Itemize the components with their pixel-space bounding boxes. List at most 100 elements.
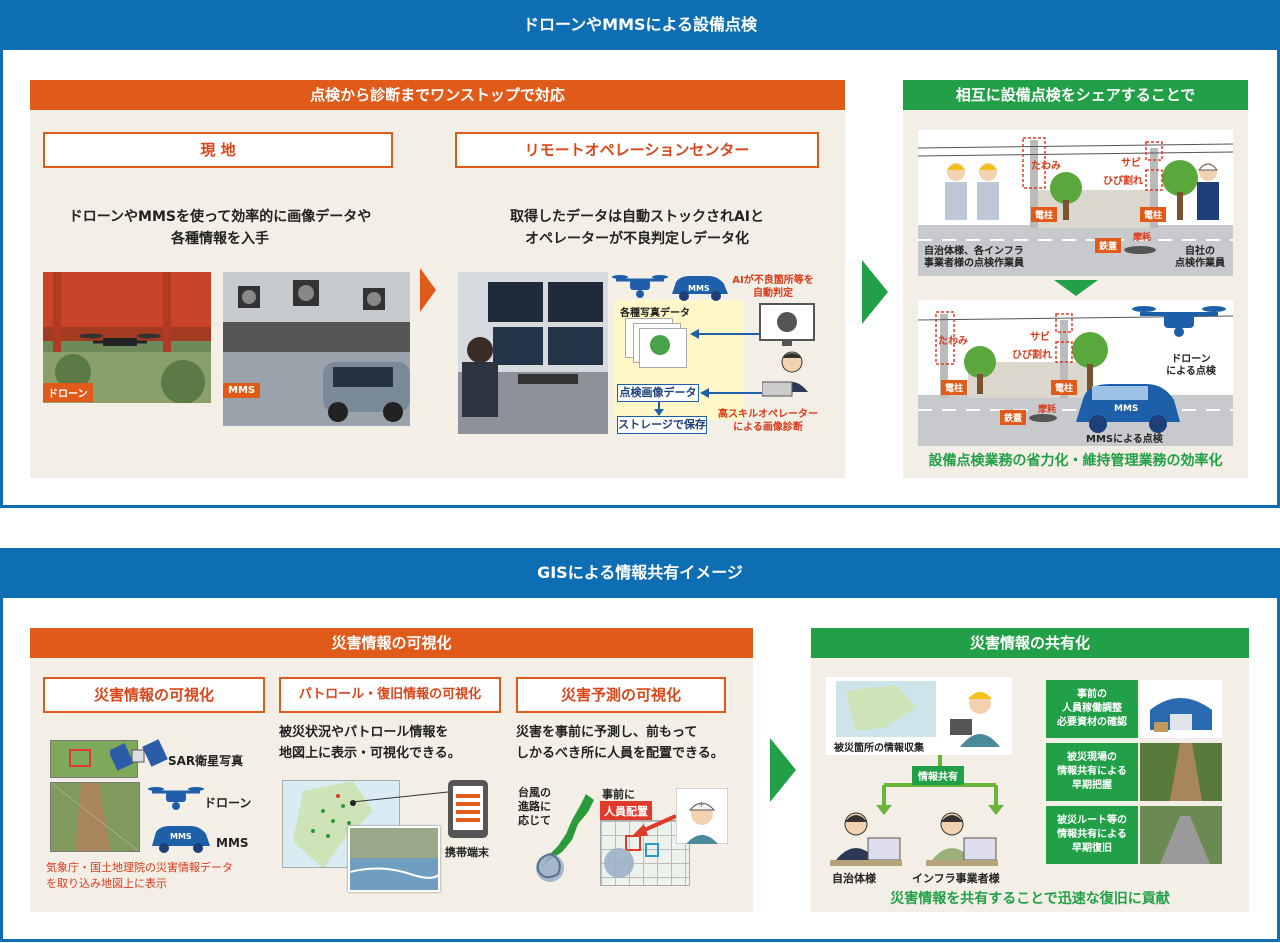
drone-icon [1132,306,1226,337]
wear-label: 摩耗 [1133,233,1152,243]
damaged-road-photo [1140,806,1222,864]
hibiware-label: ひび割れ [1012,350,1052,361]
mms-badge: MMS [170,832,192,841]
mms-car-icon [672,276,728,301]
tawami-label: たわみ [1031,161,1061,172]
inspection-scene-top: たわみ サビ ひび割れ 電柱 電柱 鉄蓋 摩耗 自治体様、各インフラ 事業者様の… [918,130,1233,276]
section2-title-bar: GISによる情報共有イメージ [0,548,1280,598]
drone-label: ドローン [204,796,252,810]
svg-text:+: + [698,800,705,809]
drone-icon [148,787,204,810]
remote-label-box: リモートオペレーションセンター [455,132,819,168]
share-connector [876,755,1004,815]
manhole-tag: 鉄蓋 [1095,238,1122,253]
warehouse-illustration [1140,680,1222,738]
arrow-left-icon [700,388,762,398]
photo-stack [625,318,687,368]
flood-photo [348,826,440,892]
section1-title-bar: ドローンやMMSによる設備点検 [0,0,1280,50]
section2-title: GISによる情報共有イメージ [537,563,743,582]
sabi-label: サビ [1030,332,1050,343]
drone-icon [612,275,668,298]
inspection-data-box: 点検画像データ [617,384,699,402]
gov-worker-icon [830,812,902,866]
info-cell-1: 事前の 人員稼働調整 必要資材の確認 [1046,680,1138,738]
pole-tag: 電柱 [1140,207,1167,222]
info-share-badge: 情報共有 [912,766,964,785]
recovery-summary: 災害情報を共有することで迅速な復旧に貢献 [890,891,1170,907]
operator-diagnosis: 高スキルオペレーター による画像診断 [718,409,818,433]
inspection-scene-bottom: たわみ サビ ひび割れ 電柱 電柱 鉄蓋 摩耗 ドローン による点検 MMS M… [918,300,1233,446]
typhoon-icon [536,853,564,882]
drone-icon [79,333,161,346]
drone-tag: ドローン [43,383,93,402]
arrow-line [352,791,448,803]
arrow-left-icon [690,329,760,339]
remote-description: 取得したデータは自動ストックされAIと オペレーターが不良判定しデータ化 [509,209,765,247]
patrol-visualization-box: パトロール・復旧情報の可視化 [279,677,501,713]
storage-box: ストレージで保存 [617,416,707,434]
forecast-visualization-box: 災害予測の可視化 [516,677,726,713]
pole-tag: 電柱 [1051,380,1078,395]
typhoon-label: 台風の 進路に 応じて [518,786,551,827]
arrow-right-icon [862,260,888,324]
info-cell-2: 被災現場の 情報共有による 早期把握 [1046,743,1138,801]
ai-monitor-icon [759,303,815,346]
visualization-header: 災害情報の可視化 [30,628,753,658]
municipal-worker-label: 自治体様、各インフラ 事業者様の点検作業員 [924,246,1024,269]
preplacement-label: 事前に [602,788,635,801]
mms-inspection-label: MMSによる点検 [1086,434,1163,445]
typhoon-icon [604,848,634,878]
worker-icon [1197,163,1219,220]
section1-title: ドローンやMMSによる設備点検 [522,15,758,34]
pole-tag: 電柱 [941,380,968,395]
onestop-header: 点検から診断までワンストップで対応 [30,80,845,110]
infra-label: インフラ事業者様 [912,872,1000,885]
weather-data-note: 気象庁・国土地理院の災害情報データ を取り込み地図上に表示 [46,861,233,890]
manhole-tag: 鉄蓋 [1000,410,1027,425]
japan-map [536,794,594,882]
worker-icon: + [676,788,728,844]
satellite-icon [110,739,168,771]
sar-label: SAR衛星写真 [168,754,244,768]
operation-center-photo [458,272,608,434]
drone-inspection-label: ドローン による点検 [1166,354,1216,377]
gov-label: 自治体様 [832,872,876,885]
device-label: 携帯端末 [445,846,489,859]
efficiency-summary: 設備点検業務の省力化・維持管理業務の効率化 [928,453,1223,469]
landslide-road-photo [1140,743,1222,801]
hibiware-label: ひび割れ [1103,176,1143,187]
arrow-right-icon [770,738,796,802]
staffing-badge: 人員配置 [600,801,652,821]
arrow-down-icon [1054,280,1098,296]
infra-worker-icon [926,812,998,866]
drone-photo [43,272,211,403]
info-collection-box: 被災箇所の情報収集 [826,677,1012,755]
genchi-label-box: 現 地 [43,132,393,168]
genchi-description: ドローンやMMSを使って効率的に画像データや 各種情報を入手 [68,209,372,247]
operator-icon [762,351,808,397]
mms-badge: MMS [1114,404,1139,414]
mms-label: MMS [216,836,249,850]
mms-photo [223,272,410,426]
arrow-left-icon [632,814,677,836]
mms-car-icon [1076,384,1180,433]
mms-badge: MMS [688,284,710,293]
ai-judgement: AIが不良箇所等を 自動判定 [732,275,814,299]
sharing-header: 災害情報の共有化 [811,628,1249,658]
patrol-description: 被災状況やパトロール情報を 地図上に表示・可視化できる。 [279,725,461,761]
arrow-down-icon [654,402,664,416]
phone-icon [448,780,488,838]
images-label: 各種写真データ [620,308,690,319]
mms-tag: MMS [223,383,261,398]
wear-label: 摩耗 [1038,405,1057,415]
info-collection-label: 被災箇所の情報収集 [834,743,924,754]
pole-tag: 電柱 [1031,207,1058,222]
tawami-label: たわみ [938,336,968,347]
mms-car-icon [152,826,210,853]
worker-icon [945,163,999,220]
info-cell-3: 被災ルート等の 情報共有による 早期復旧 [1046,806,1138,864]
disaster-visualization-box: 災害情報の可視化 [43,677,265,713]
arrow-right-icon [420,268,436,312]
landslide-photo [50,782,140,852]
